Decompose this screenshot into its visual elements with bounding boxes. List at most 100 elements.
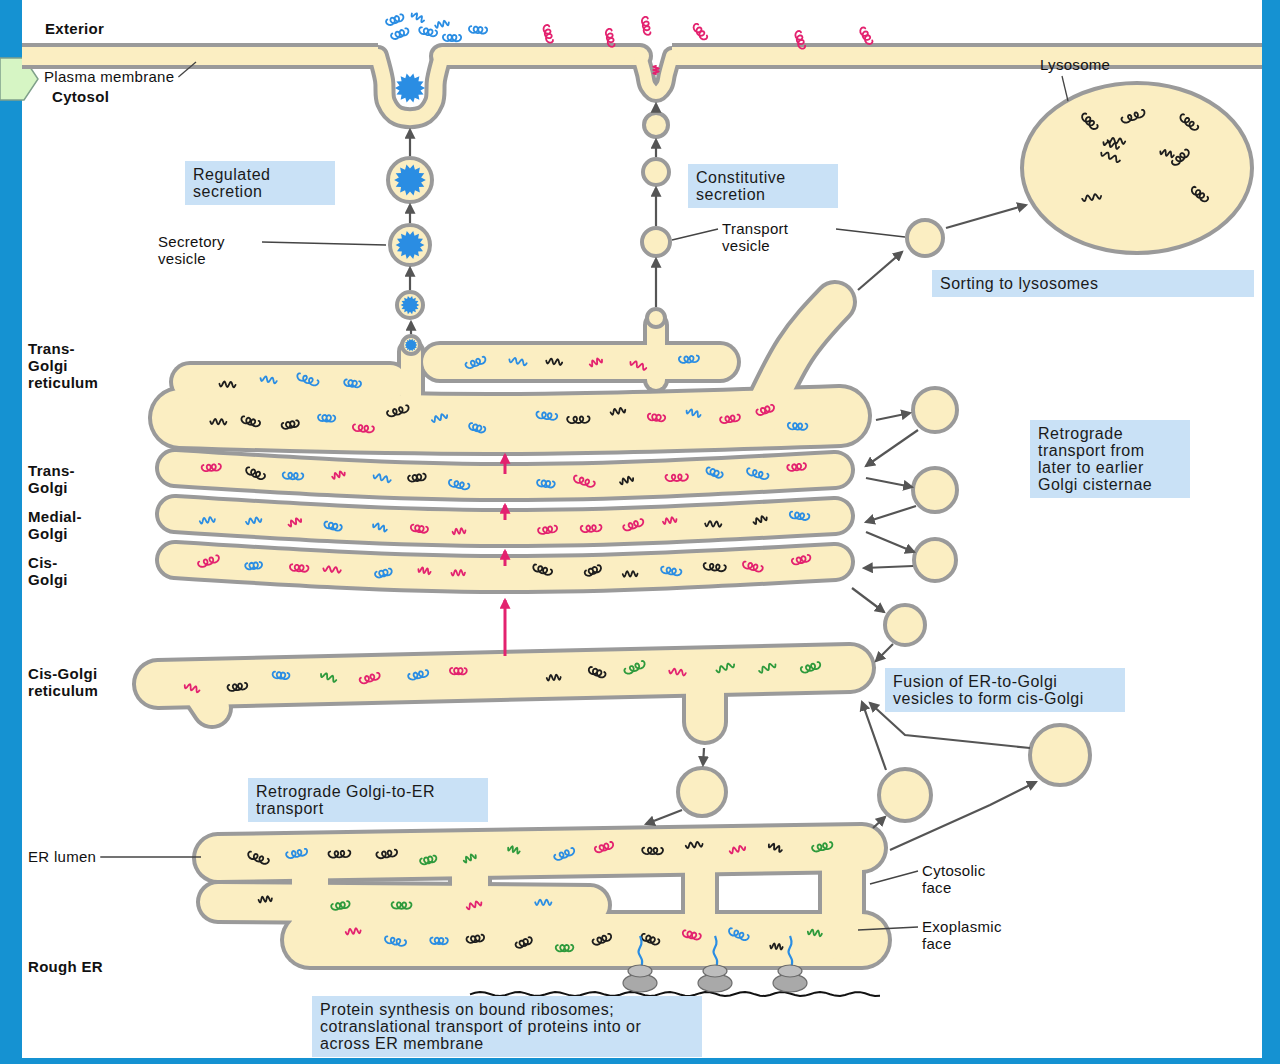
callout-box: Protein synthesis on bound ribosomes; co… [312,996,702,1057]
protein-squiggle [260,375,277,383]
protein-squiggle [431,413,448,423]
protein-squiggle [546,358,562,365]
transport-arrow [646,810,682,824]
protein-squiggle [665,474,688,481]
callout-box: Constitutive secretion [688,164,838,208]
ribosome-small [628,965,652,977]
protein-squiggle [543,24,554,43]
protein-squiggle [324,521,343,532]
vesicle [402,336,420,354]
secretory-cargo [405,339,418,352]
protein-squiggle [812,842,834,853]
part-label: Trans-Golgi reticulum [28,340,103,391]
leader-line [870,871,918,884]
part-label: Medial-Golgi [28,508,94,542]
vesicle [1030,725,1090,785]
protein-squiggle [703,563,726,572]
vesicle [678,768,726,816]
protein-squiggle [800,662,821,674]
membrane-outline [672,43,1262,69]
protein-squiggle [605,28,615,47]
protein-squiggle [410,524,428,533]
transport-arrow [409,268,411,290]
transport-arrow [866,478,912,487]
protein-squiggle [653,66,658,74]
protein-squiggle [345,928,360,935]
membrane-outline [288,860,332,940]
protein-squiggle [791,554,811,565]
secretory-cargo [401,296,420,314]
protein-squiggle [452,528,465,534]
protein-squiggle [408,473,427,482]
vesicle [388,158,432,202]
vesicle [913,388,957,432]
membrane-outline [310,910,862,970]
protein-squiggle [705,467,723,479]
protein-squiggle [331,470,345,479]
protein-squiggle [210,419,226,425]
leader-line [1062,76,1068,101]
protein-squiggle [1103,140,1120,150]
transport-arrow [409,205,411,223]
membrane-outline [397,352,425,400]
protein-squiggle [384,936,406,947]
protein-squiggle [538,525,558,534]
protein-squiggle [375,568,393,578]
secretory-cargo [394,165,426,196]
protein-squiggle [1121,109,1146,124]
organelle-lumen [822,850,862,940]
callout-text: Regulated secretion [193,166,327,200]
protein-squiggle [385,14,404,27]
protein-squiggle [420,855,438,865]
protein-squiggle [1160,149,1175,158]
membrane-outline [22,43,378,69]
protein-squiggle [328,850,350,858]
leader-line [672,229,718,240]
protein-squiggle [1080,113,1098,131]
protein-squiggle [435,20,450,28]
protein-squiggle [592,933,612,946]
protein-squiggle [507,845,520,854]
protein-squiggle [556,945,574,952]
protein-squiggle [1171,149,1191,167]
protein-squiggle [197,555,220,568]
protein-squiggle [448,479,470,490]
protein-squiggle [331,901,351,911]
transport-arrow [866,532,914,552]
protein-squiggle [184,683,200,693]
page-ground [22,0,1262,1058]
organelle-lumen [158,668,850,684]
protein-squiggle [742,561,763,573]
membrane-outline [200,690,212,708]
protein-squiggle [469,26,488,34]
protein-squiggle [535,900,551,905]
protein-squiggle [372,522,388,532]
vesicle [885,605,925,645]
protein-squiggle [728,928,750,942]
part-label: ER lumen [28,848,96,865]
protein-squiggle [630,360,648,371]
proteins [184,11,1209,951]
callout-text: Fusion of ER-to-Golgi vesicles to form c… [893,673,1117,707]
leader-line [858,927,918,930]
part-label: Cis-Golgi [28,554,84,588]
maturation-arrow [504,600,507,656]
protein-squiggle [581,525,602,533]
protein-squiggle [588,666,607,678]
protein-squiggle [679,355,699,363]
protein-squiggle [450,668,467,675]
organelle-lumen [440,345,720,379]
protein-squiggle [532,564,553,576]
protein-squiggle [623,519,645,532]
protein-squiggle [386,405,409,418]
protein-squiggle [272,672,289,680]
transport-arrow [655,259,657,307]
transport-arrow [409,130,411,156]
callout-text: Constitutive secretion [696,169,830,203]
protein-squiggle [794,30,805,49]
lysosome-shape [1022,83,1252,253]
protein-squiggle [746,468,769,481]
protein-squiggle [770,943,783,950]
transport-arrow [876,644,893,661]
